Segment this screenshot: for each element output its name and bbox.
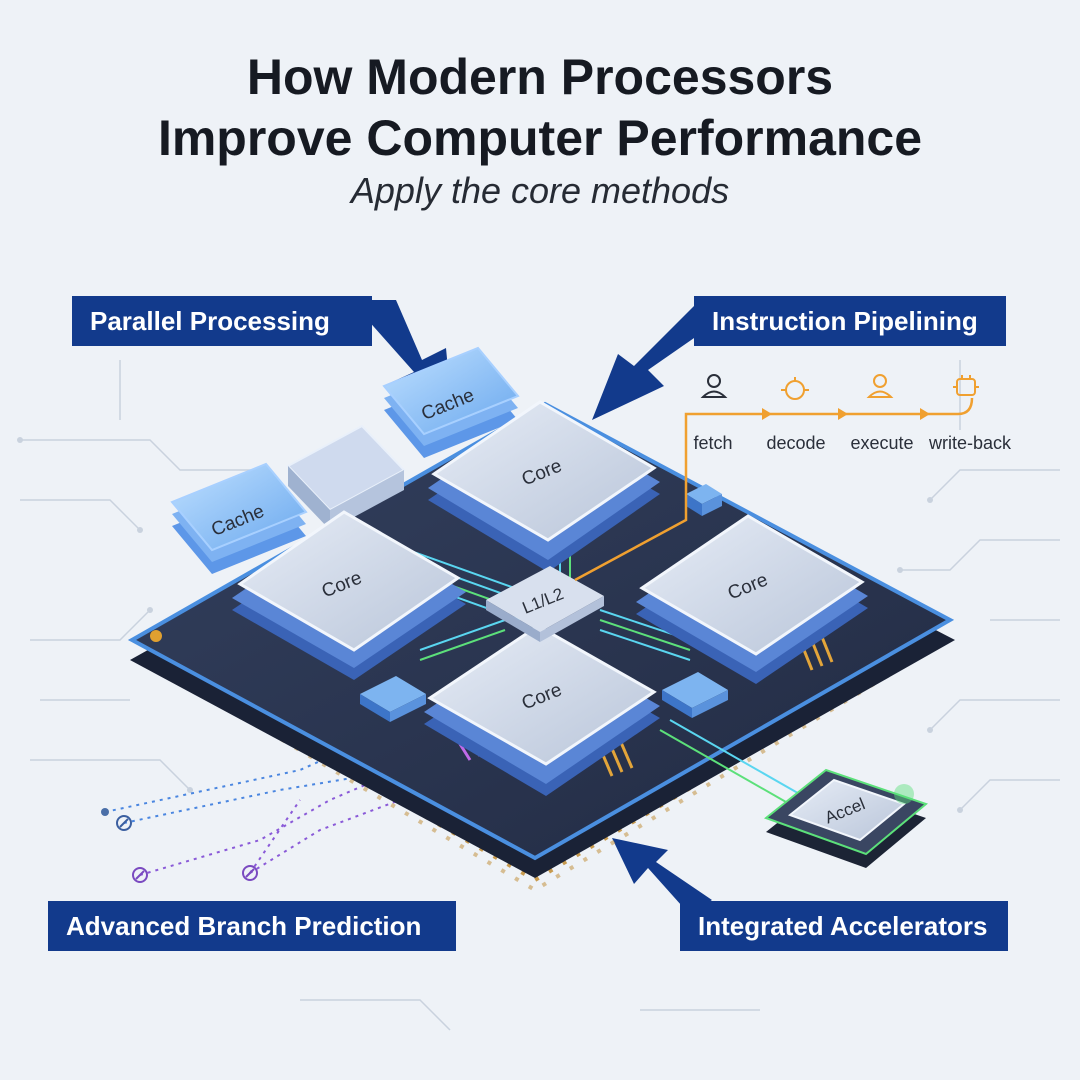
decode-icon — [781, 377, 809, 400]
core-left — [232, 510, 466, 680]
cache-block-top — [382, 346, 520, 458]
background-trace-dots — [17, 437, 963, 813]
cache-block-left — [170, 462, 308, 574]
title-line-1: How Modern Processors — [246, 49, 834, 105]
arrow-instruction-pipelining — [592, 300, 720, 420]
execute-icon — [866, 374, 894, 398]
accelerator-chip — [763, 768, 929, 868]
arrow-integrated-accelerators — [612, 838, 712, 915]
core-right — [636, 514, 868, 684]
pipeline-icons — [700, 374, 979, 400]
branch-prediction-nodes — [101, 808, 258, 883]
callout-branch-prediction: Advanced Branch Prediction — [48, 901, 456, 951]
callout-integrated-accelerators: Integrated Accelerators — [680, 901, 1008, 951]
callout-parallel-processing: Parallel Processing — [72, 296, 372, 346]
callout-instruction-pipelining: Instruction Pipelining — [694, 296, 1006, 346]
io-chip-right — [662, 672, 728, 718]
io-chip-left — [360, 676, 426, 722]
background-traces — [20, 360, 1060, 1031]
pipeline-stage-fetch: fetch — [693, 433, 732, 453]
fetch-icon — [700, 374, 728, 398]
io-chip-pipeline — [686, 484, 722, 516]
shared-cache-chip — [486, 566, 604, 642]
board-orientation-dot — [150, 630, 162, 642]
core-bottom — [424, 624, 660, 796]
subtitle: Apply the core methods — [350, 170, 730, 211]
pipeline-stage-decode: decode — [766, 433, 825, 453]
title-line-2: Improve Computer Performance — [157, 110, 923, 166]
pipeline-stage-execute: execute — [850, 433, 913, 453]
write-back-icon — [953, 375, 979, 396]
pipeline-arrowheads — [762, 408, 930, 420]
core-top — [428, 400, 660, 572]
pipeline-stage-write-back: write-back — [928, 433, 1012, 453]
pipeline-trace — [574, 397, 974, 582]
